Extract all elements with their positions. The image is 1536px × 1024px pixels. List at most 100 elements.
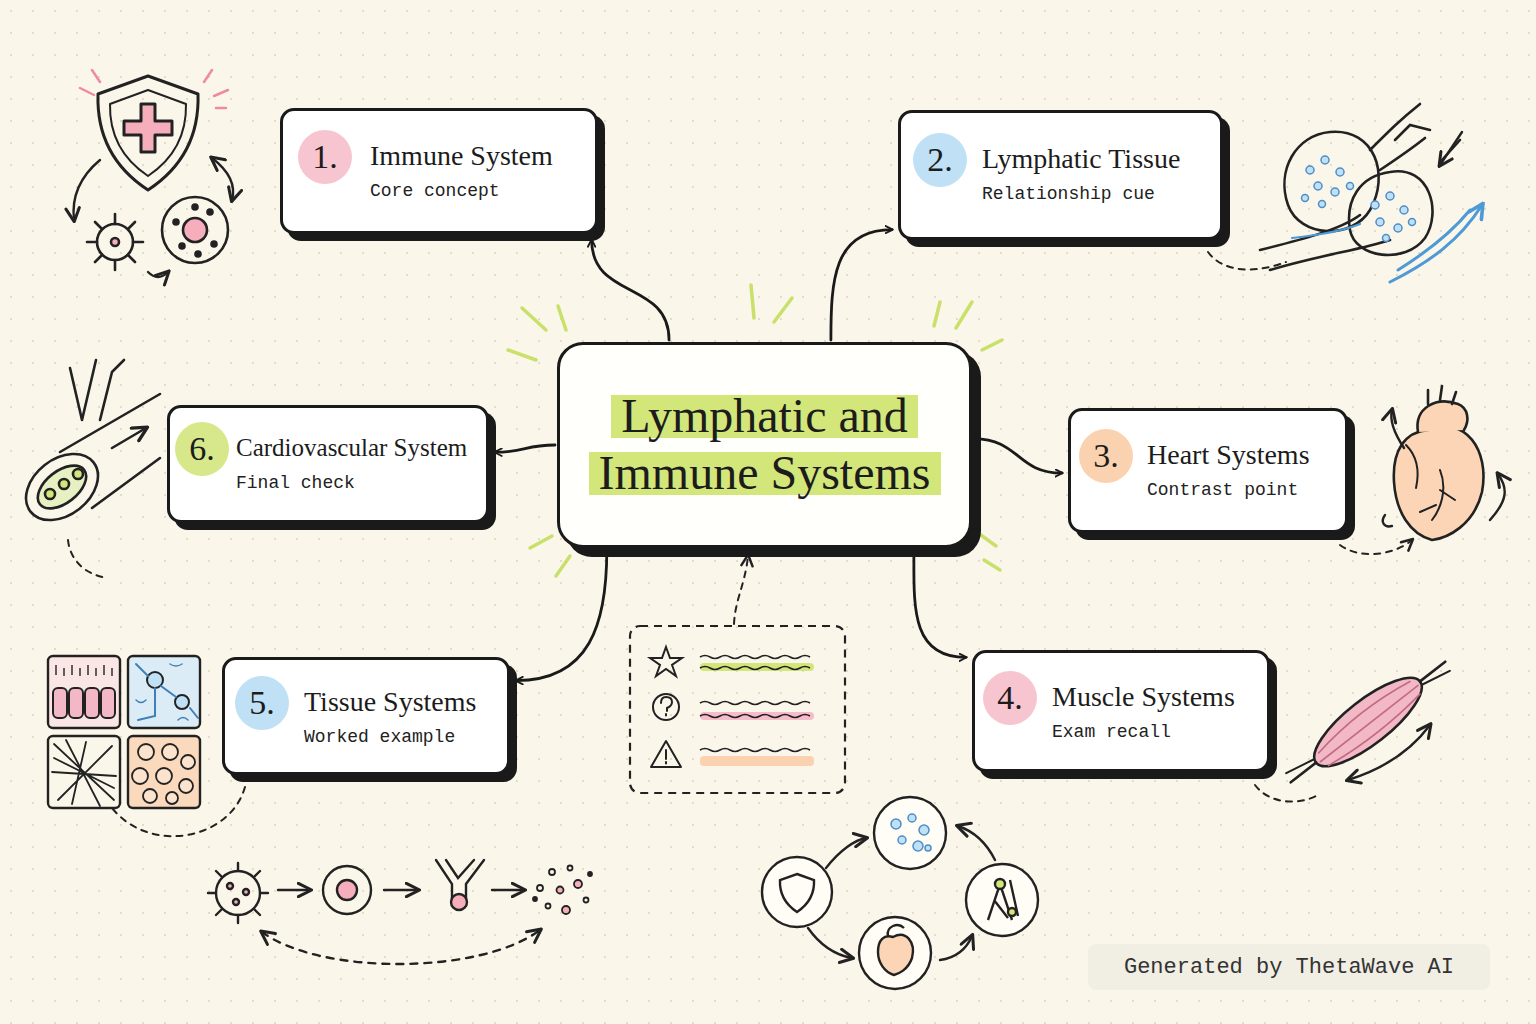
dashed-leader-part — [1340, 540, 1412, 554]
cycle-cells-part — [913, 841, 923, 851]
blood-vessel — [13, 360, 160, 534]
number-badge: 6. — [175, 422, 229, 476]
immune-sequence-part — [384, 889, 418, 891]
topic-box: Lymphatic TissueRelationship cue2. — [898, 110, 1223, 240]
number-badge: 5. — [235, 676, 289, 730]
immune-sequence-part — [492, 889, 524, 891]
topic-box: Muscle SystemsExam recall4. — [972, 650, 1270, 772]
heart-arrows — [1383, 410, 1505, 526]
alert-rays-part — [214, 90, 228, 96]
neuron-part — [175, 695, 189, 709]
lymph-flow-arrow-part — [1398, 210, 1470, 270]
alert-rays-part — [216, 107, 226, 110]
cycle-arrows-part — [212, 158, 233, 200]
cycle-cells-part — [891, 819, 901, 829]
virus-icon-part — [111, 238, 119, 246]
muscle-icon-part — [1277, 644, 1459, 799]
lymph-cells-part — [1376, 218, 1384, 226]
system-cycle-part — [888, 925, 904, 936]
system-cycle-part — [780, 874, 814, 912]
cycle-arrows-part — [940, 936, 972, 960]
tissue-grid-part — [128, 656, 200, 728]
lymph-cells-part — [1331, 188, 1339, 196]
cycle-arrows-part — [808, 928, 852, 958]
topic-title-wrap: Lymphatic and Immune Systems — [575, 388, 955, 501]
notes-card-part — [653, 694, 679, 720]
adipose-cells-part — [132, 768, 148, 784]
adipose-cells-part — [143, 789, 157, 803]
topic-title: Cardiovascular System — [236, 434, 467, 462]
immune-cell-icon-part — [208, 210, 213, 215]
cycle-cells-part — [908, 814, 916, 822]
immune-cell-icon-part — [174, 220, 179, 225]
lymph-flow-arrow — [1292, 205, 1482, 282]
virus-icon — [87, 214, 143, 270]
blood-vessel-part — [60, 394, 160, 452]
connector-arrow — [974, 439, 1062, 473]
sparkle-rays-part — [984, 560, 1000, 570]
lymph-cells-part — [1319, 201, 1326, 208]
callout-number: 1. — [312, 140, 338, 174]
adipose-cells-part — [179, 779, 193, 793]
immune-sequence — [208, 860, 540, 964]
scattered-particles-part — [549, 869, 555, 875]
heart-icon-part — [1420, 470, 1455, 520]
sparkle-rays-part — [956, 302, 972, 328]
cycle-cells-part — [925, 845, 931, 851]
tissue-grid-part — [128, 736, 200, 808]
connective-tissue — [52, 740, 116, 806]
dashed-leader-part — [734, 556, 748, 624]
dashed-leader — [68, 252, 1412, 836]
topic-subtitle: Core concept — [370, 181, 500, 201]
tissue-grid-part — [48, 736, 120, 808]
notes-card-part — [700, 756, 814, 766]
immune-sequence-part — [278, 889, 310, 891]
lymph-node-icon — [1260, 104, 1460, 270]
lymph-flow-arrow-part — [1390, 205, 1482, 282]
heart-arrows-part — [1383, 515, 1392, 526]
immune-sequence-part — [451, 894, 467, 910]
immune-cell-icon-part — [212, 242, 217, 247]
cycle-cells — [891, 814, 931, 851]
blood-vessel-part — [112, 428, 146, 448]
topic-box: Tissue SystemsWorked example5. — [222, 657, 510, 775]
neuron — [136, 664, 198, 720]
muscle-icon-part-part — [1291, 662, 1445, 783]
system-cycle-part — [966, 864, 1038, 936]
epithelium-part — [101, 688, 115, 718]
alert-rays — [80, 70, 228, 108]
scattered-particles-part — [574, 880, 582, 888]
cycle-cells-part — [919, 825, 929, 835]
notes-card-part — [650, 647, 682, 676]
notes-card-part — [700, 712, 814, 720]
central-topic-box: Lymphatic and Immune Systems — [557, 342, 972, 548]
lymph-node-icon-part — [1270, 240, 1390, 270]
immune-cell-icon-part — [193, 205, 198, 210]
topic-title: Lymphatic Tissue — [982, 143, 1180, 175]
topic-box: Cardiovascular SystemFinal check6. — [167, 405, 489, 523]
notes-card — [630, 626, 845, 793]
scattered-particles-part — [584, 898, 589, 903]
notes-card-part — [630, 626, 845, 793]
tissue-grid-part — [48, 656, 120, 728]
callout-number: 5. — [249, 686, 275, 720]
system-cycle — [762, 797, 1038, 989]
dashed-leader-part — [1255, 785, 1318, 802]
topic-title: Heart Systems — [1147, 439, 1310, 471]
sparkle-rays-part — [558, 306, 566, 330]
heart-icon-part — [1428, 386, 1456, 404]
topic-subtitle: Contrast point — [1147, 480, 1298, 500]
muscle-arrow-part — [1348, 725, 1430, 780]
notes-card-part — [651, 741, 681, 767]
cycle-cells-part — [898, 836, 906, 844]
epithelium-part — [53, 688, 67, 718]
neuron-part — [136, 664, 198, 720]
adipose-cells — [132, 744, 195, 804]
lymph-cells-part — [1386, 192, 1394, 200]
callout-number: 6. — [189, 432, 215, 466]
lymph-flow-arrow-part — [1292, 224, 1360, 238]
system-cycle-part — [859, 917, 931, 989]
lymph-node-icon-part — [1260, 215, 1360, 250]
muscle-icon-part-part — [1286, 655, 1450, 789]
